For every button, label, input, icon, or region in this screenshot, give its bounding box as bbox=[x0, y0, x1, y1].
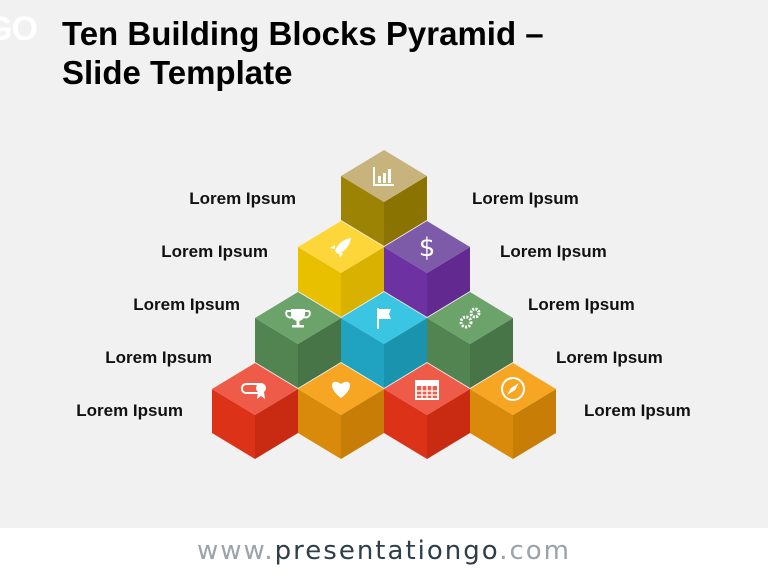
block-left-face bbox=[470, 389, 513, 459]
block-left-face bbox=[341, 176, 384, 246]
footer: www.presentationgo.com bbox=[0, 528, 768, 576]
label-left-5: Lorem Ipsum bbox=[76, 401, 183, 420]
label-right-3: Lorem Ipsum bbox=[528, 295, 635, 314]
label-right-1: Lorem Ipsum bbox=[472, 189, 579, 208]
block-9 bbox=[384, 363, 470, 459]
heart-icon bbox=[331, 381, 351, 398]
label-right-4: Lorem Ipsum bbox=[556, 348, 663, 367]
block-left-face bbox=[341, 318, 384, 388]
block-7 bbox=[212, 363, 298, 459]
block-left-face bbox=[212, 389, 255, 459]
block-right-face bbox=[255, 389, 298, 459]
block-3: $ bbox=[384, 221, 470, 317]
block-right-face bbox=[470, 318, 513, 388]
block-1 bbox=[341, 150, 427, 246]
compass-icon bbox=[501, 377, 525, 401]
block-right-face bbox=[427, 389, 470, 459]
page-title: Ten Building Blocks Pyramid – Slide Temp… bbox=[62, 14, 544, 92]
block-left-face bbox=[384, 389, 427, 459]
label-left-3: Lorem Ipsum bbox=[133, 295, 240, 314]
block-right-face bbox=[341, 389, 384, 459]
diploma-icon bbox=[241, 383, 266, 399]
block-top-face bbox=[384, 221, 470, 273]
block-4 bbox=[255, 292, 341, 388]
bar-chart-icon bbox=[373, 167, 394, 186]
rocket-icon bbox=[330, 238, 351, 258]
title-line-1: Ten Building Blocks Pyramid – bbox=[62, 15, 544, 52]
block-left-face bbox=[298, 389, 341, 459]
block-6 bbox=[427, 292, 513, 388]
footer-suffix: .com bbox=[499, 536, 571, 566]
label-right-5: Lorem Ipsum bbox=[584, 401, 691, 420]
svg-text:$: $ bbox=[419, 233, 436, 263]
label-left-2: Lorem Ipsum bbox=[161, 242, 268, 261]
block-left-face bbox=[427, 318, 470, 388]
block-left-face bbox=[384, 247, 427, 317]
block-right-face bbox=[341, 247, 384, 317]
footer-brand: presentationgo bbox=[274, 536, 500, 566]
block-left-face bbox=[298, 247, 341, 317]
block-right-face bbox=[384, 176, 427, 246]
flag-icon bbox=[377, 308, 391, 329]
calendar-icon bbox=[415, 380, 439, 400]
block-8 bbox=[298, 363, 384, 459]
block-left-face bbox=[255, 318, 298, 388]
title-line-2: Slide Template bbox=[62, 54, 293, 91]
block-top-face bbox=[427, 292, 513, 344]
block-right-face bbox=[298, 318, 341, 388]
dollar-icon: $ bbox=[419, 233, 436, 263]
block-2 bbox=[298, 221, 384, 317]
block-10 bbox=[470, 363, 556, 459]
block-right-face bbox=[384, 318, 427, 388]
block-pyramid: $ bbox=[212, 150, 556, 459]
footer-prefix: www. bbox=[197, 536, 275, 566]
block-right-face bbox=[513, 389, 556, 459]
label-left-1: Lorem Ipsum bbox=[189, 189, 296, 208]
gears-icon bbox=[459, 307, 481, 329]
block-top-face bbox=[212, 363, 298, 415]
trophy-icon bbox=[285, 309, 311, 328]
label-right-2: Lorem Ipsum bbox=[500, 242, 607, 261]
block-5 bbox=[341, 292, 427, 388]
label-left-4: Lorem Ipsum bbox=[105, 348, 212, 367]
logo: GO bbox=[0, 10, 38, 48]
block-right-face bbox=[427, 247, 470, 317]
